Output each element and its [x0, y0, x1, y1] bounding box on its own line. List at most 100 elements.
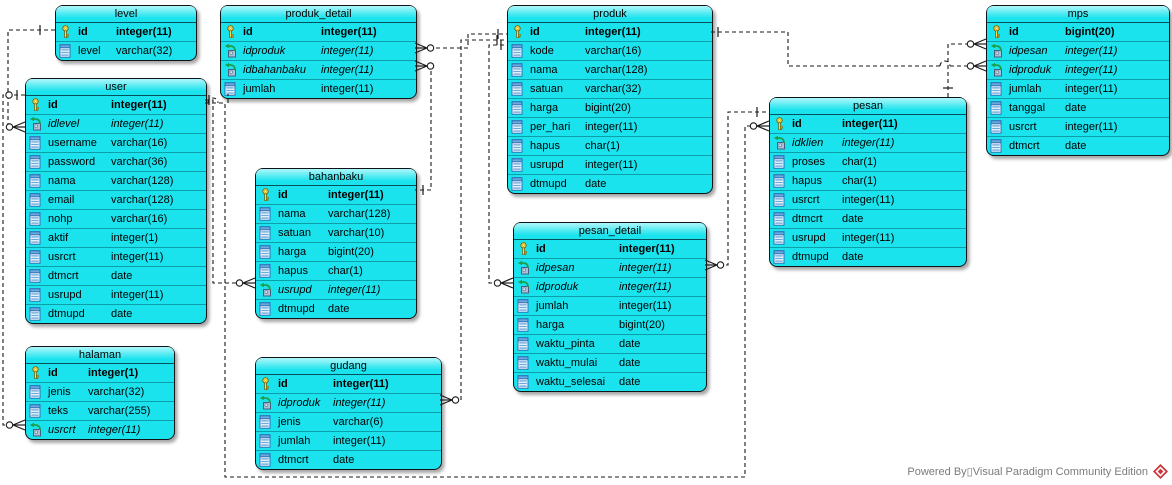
- relationship-produk_produkdetail[interactable]: [414, 29, 507, 54]
- column-icon: [259, 302, 273, 316]
- column-type: date: [328, 302, 350, 315]
- table-title-level[interactable]: level: [56, 6, 196, 23]
- column-name: jumlah: [1009, 82, 1042, 95]
- table-title-pesan_detail[interactable]: pesan_detail: [514, 223, 706, 240]
- column-type: integer(11): [1065, 120, 1118, 133]
- relationship-produk_mps[interactable]: [711, 27, 987, 72]
- relationship-pesan_mps[interactable]: [943, 38, 987, 97]
- table-title-bahanbaku[interactable]: bahanbaku: [256, 169, 416, 186]
- table-title-produk_detail[interactable]: produk_detail: [221, 6, 416, 23]
- relationship-produk_gudang[interactable]: [439, 35, 507, 406]
- column-icon: [29, 155, 43, 169]
- table-title-halaman[interactable]: halaman: [26, 347, 174, 364]
- relationship-bahanbaku_produkdetail[interactable]: [414, 60, 435, 195]
- table-title-produk[interactable]: produk: [508, 6, 712, 23]
- table-title-user[interactable]: user: [26, 79, 206, 96]
- relationship-user_bahanbaku[interactable]: [205, 95, 256, 289]
- table-title-pesan[interactable]: pesan: [770, 98, 966, 115]
- relationship-pesan_pesandetail[interactable]: [704, 107, 769, 271]
- table-title-mps[interactable]: mps: [987, 6, 1169, 23]
- table-title-gudang[interactable]: gudang: [256, 358, 441, 375]
- relationship-user_halaman[interactable]: [2, 90, 26, 431]
